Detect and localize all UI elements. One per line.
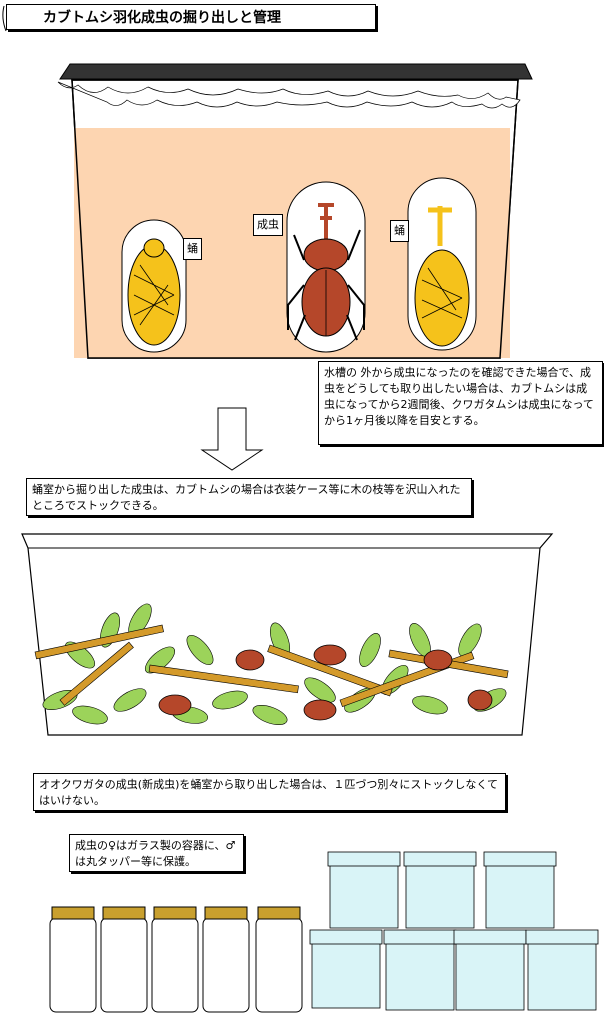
glass-jar xyxy=(202,906,250,1013)
tupper xyxy=(383,929,457,1011)
glass-jar xyxy=(49,906,97,1013)
down-arrow-icon xyxy=(200,407,264,471)
stored-beetles xyxy=(158,644,493,721)
pupal-chamber-right xyxy=(407,177,477,351)
note-storage: 蛹室から掘り出した成虫は、カブトムシの場合は衣装ケース等に木の枝等を沢山入れたと… xyxy=(26,478,472,516)
glass-jar xyxy=(151,906,199,1013)
storage-case xyxy=(21,533,554,736)
tupper xyxy=(525,929,599,1011)
glass-jar xyxy=(255,906,303,1013)
note-containers: 成虫の♀はガラス製の容器に、♂は丸タッパー等に保護。 xyxy=(69,834,244,872)
glass-jar xyxy=(100,906,148,1013)
note-emergence: 水槽の 外から成虫になったのを確認できた場合で、成虫をどうしても取り出したい場合… xyxy=(318,361,603,445)
tupper xyxy=(309,929,383,1009)
tupper xyxy=(327,851,401,929)
round-tuppers xyxy=(309,851,599,1011)
tupper xyxy=(483,851,557,929)
tank-lid xyxy=(59,63,533,80)
rearing-tank xyxy=(57,63,533,359)
label-adult: 成虫 xyxy=(253,214,283,236)
branches xyxy=(34,624,509,707)
label-left-pupa: 蛹 xyxy=(183,238,202,260)
page-title: カブトムシ羽化成虫の掘り出しと管理 xyxy=(6,4,376,30)
net-cover xyxy=(57,81,521,109)
tupper xyxy=(403,851,477,929)
pupal-chamber-left xyxy=(121,219,187,353)
tupper xyxy=(453,929,527,1011)
label-right-pupa: 蛹 xyxy=(390,220,409,242)
glass-jars xyxy=(49,906,303,1013)
adult-chamber xyxy=(286,181,366,353)
note-stag: オオクワガタの成虫(新成虫)を蛹室から取り出した場合は、１匹づつ別々にストックし… xyxy=(33,773,506,811)
